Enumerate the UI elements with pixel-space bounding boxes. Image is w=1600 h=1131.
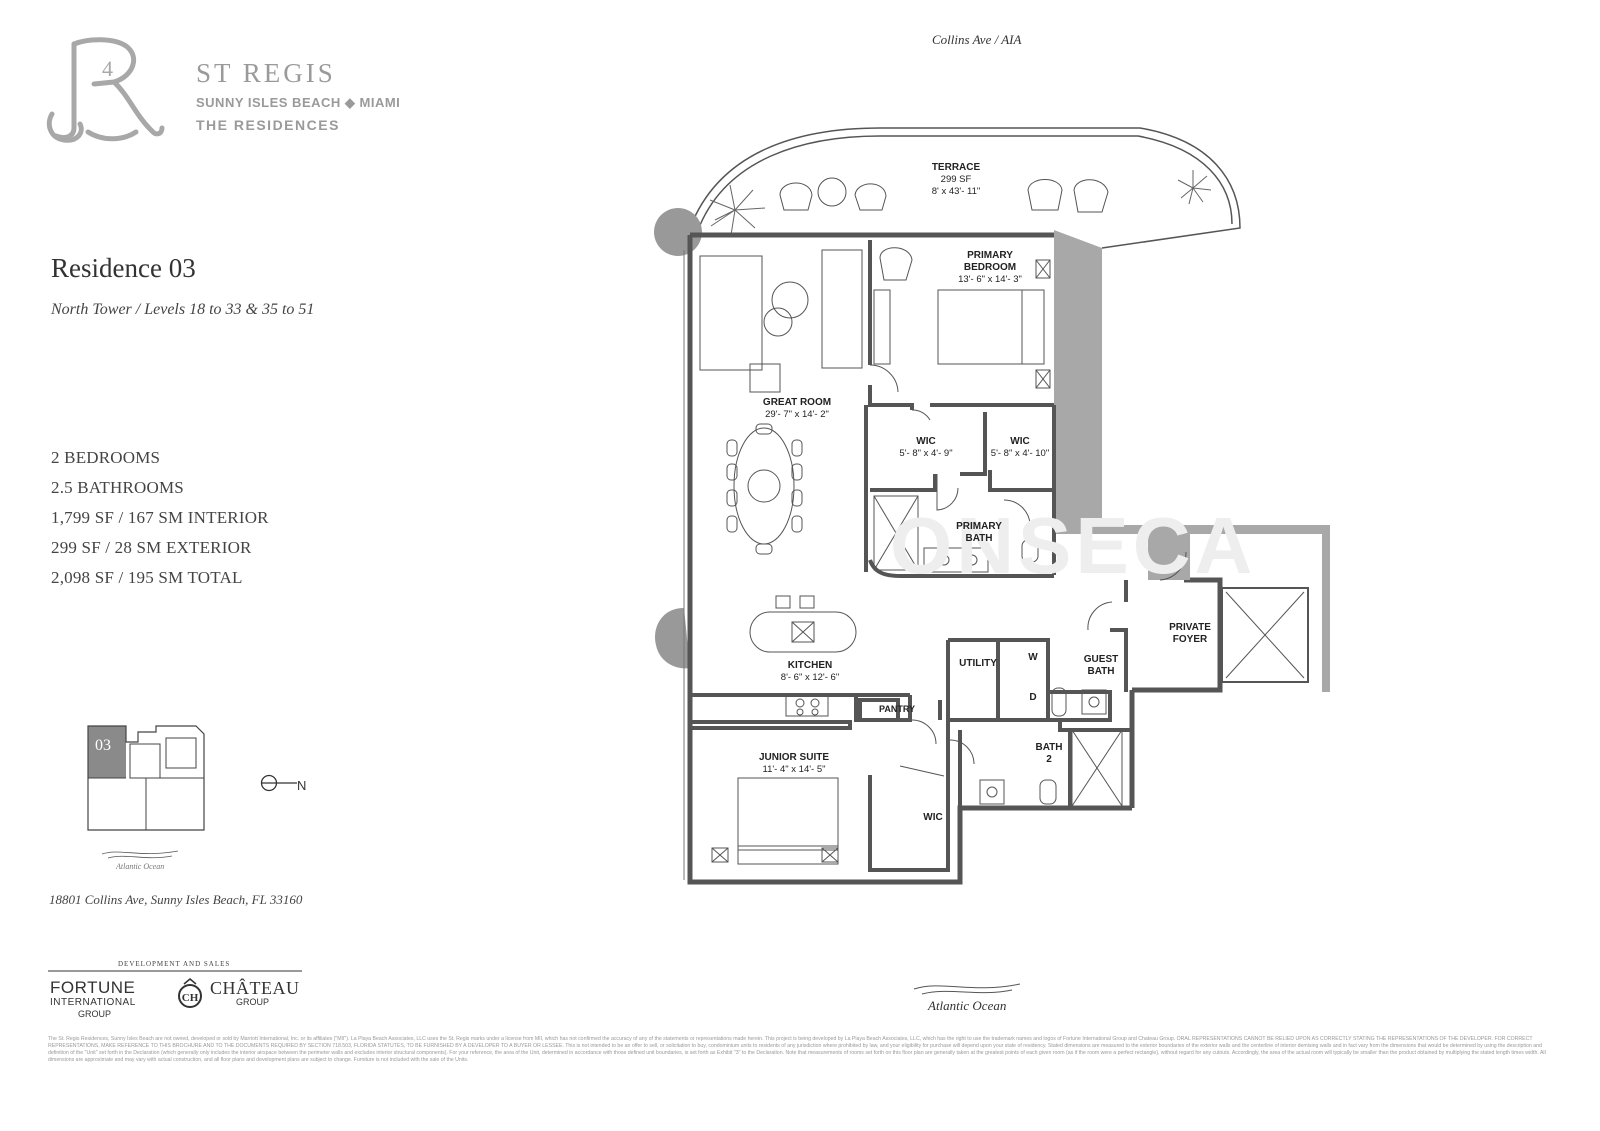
appliance-washer-label: W (1028, 652, 1038, 663)
appliance-dryer: D (1029, 692, 1036, 704)
room-terrace-name: TERRACE (931, 162, 981, 173)
development-sales-heading: DEVELOPMENT AND SALES (118, 960, 231, 968)
appliance-washer: W (1028, 652, 1037, 664)
room-terrace-dims: 8' x 43'- 11" (931, 186, 981, 197)
room-guest-bath-name1: GUEST (1083, 654, 1119, 665)
logo-divider-line (48, 970, 302, 972)
brand-location: SUNNY ISLES BEACH ◆ MIAMI (196, 95, 401, 110)
room-wic-2-dims: 5'- 8" x 4'- 10" (990, 448, 1050, 459)
palm-icon (709, 170, 1212, 236)
room-guest-bath-name2: BATH (1087, 666, 1115, 677)
column-round (654, 208, 702, 256)
room-wic-3-name: WIC (923, 812, 943, 823)
room-kitchen-name: KITCHEN (787, 660, 833, 671)
room-pantry: PANTRY (879, 704, 915, 714)
room-wic-2-name: WIC (1010, 436, 1030, 447)
room-wic-1-name: WIC (916, 436, 936, 447)
watermark-text: ONSECA (890, 501, 1257, 590)
room-private-foyer-name1: PRIVATE (1169, 622, 1211, 633)
key-plan-waves (101, 850, 179, 859)
room-primary-bedroom: PRIMARY BEDROOM 13'- 6" x 14'- 3" (958, 250, 1022, 286)
svg-text:CH: CH (182, 992, 199, 1004)
room-wic-1-dims: 5'- 8" x 4'- 9" (899, 448, 953, 459)
room-guest-bath: GUEST BATH (1084, 654, 1118, 678)
st-regis-monogram-logo: 4 (46, 37, 165, 143)
room-utility: UTILITY (959, 658, 997, 670)
spec-bedrooms: 2 BEDROOMS (51, 448, 161, 467)
column-half (655, 608, 690, 669)
brand-residences: THE RESIDENCES (196, 117, 340, 133)
property-address: 18801 Collins Ave, Sunny Isles Beach, FL… (49, 892, 303, 907)
room-bath-2-name2: 2 (1046, 754, 1052, 765)
room-bath-2-name1: BATH (1035, 742, 1063, 753)
spec-exterior: 299 SF / 28 SM EXTERIOR (51, 538, 252, 557)
room-primary-bedroom-dims: 13'- 6" x 14'- 3" (958, 274, 1022, 285)
svg-text:4: 4 (102, 56, 113, 81)
north-label: N (297, 778, 307, 793)
spec-interior: 1,799 SF / 167 SM INTERIOR (51, 508, 269, 527)
room-private-foyer-name2: FOYER (1172, 634, 1208, 645)
fortune-logo-subtext: INTERNATIONAL (50, 997, 136, 1008)
room-primary-bath-name1: PRIMARY (956, 521, 1002, 532)
legal-disclaimer: The St. Regis Residences, Sunny Isles Be… (48, 1036, 1546, 1063)
residence-subtitle: North Tower / Levels 18 to 33 & 35 to 51 (51, 301, 315, 318)
room-wic-1: WIC 5'- 8" x 4'- 9" (899, 436, 952, 460)
room-wic-2: WIC 5'- 8" x 4'- 10" (991, 436, 1049, 460)
floor-plan (654, 127, 1330, 885)
chateau-logo-text: CHÂTEAU (210, 978, 300, 998)
room-great-room-name: GREAT ROOM (762, 397, 832, 408)
room-great-room: GREAT ROOM 29'- 7" x 14'- 2" (763, 397, 831, 421)
spec-total: 2,098 SF / 195 SM TOTAL (51, 568, 243, 587)
ocean-label: Atlantic Ocean (928, 998, 1007, 1013)
north-arrow-icon (260, 774, 297, 792)
room-primary-bath: PRIMARY BATH (956, 521, 1002, 545)
terrace-outline (689, 127, 1241, 249)
room-terrace-area: 299 SF (940, 174, 972, 185)
room-private-foyer: PRIVATE FOYER (1169, 622, 1211, 646)
ocean-waves-icon (913, 983, 1021, 995)
room-utility-name: UTILITY (959, 658, 997, 669)
room-junior-suite-name: JUNIOR SUITE (758, 752, 830, 763)
chateau-logo-group: GROUP (236, 997, 270, 1007)
key-plan (87, 725, 205, 831)
room-junior-suite: JUNIOR SUITE 11'- 4" x 14'- 5" (759, 752, 829, 776)
room-great-room-dims: 29'- 7" x 14'- 2" (765, 409, 829, 420)
key-plan-unit-highlight (88, 726, 126, 778)
residence-title: Residence 03 (51, 253, 196, 283)
key-plan-unit-number: 03 (95, 737, 111, 754)
fortune-logo-text: FORTUNE (50, 978, 136, 997)
key-plan-ocean-label: Atlantic Ocean (116, 862, 165, 871)
room-wic-3: WIC (923, 812, 942, 824)
room-junior-suite-dims: 11'- 4" x 14'- 5" (762, 764, 826, 775)
chateau-crest-icon: CH (178, 978, 202, 1008)
room-terrace: TERRACE 299 SF 8' x 43'- 11" (932, 162, 981, 198)
room-kitchen-dims: 8'- 6" x 12'- 6" (780, 672, 840, 683)
road-label: Collins Ave / AIA (932, 32, 1022, 47)
room-primary-bath-name2: BATH (965, 533, 993, 544)
room-bath-2: BATH 2 (1035, 742, 1062, 766)
brand-name: ST REGIS (196, 58, 336, 88)
fortune-logo-group: GROUP (78, 1009, 112, 1019)
appliance-dryer-label: D (1029, 692, 1037, 703)
room-primary-bedroom-name2: BEDROOM (963, 262, 1017, 273)
room-kitchen: KITCHEN 8'- 6" x 12'- 6" (781, 660, 839, 684)
spec-bathrooms: 2.5 BATHROOMS (51, 478, 184, 497)
room-primary-bedroom-name1: PRIMARY (967, 250, 1013, 261)
